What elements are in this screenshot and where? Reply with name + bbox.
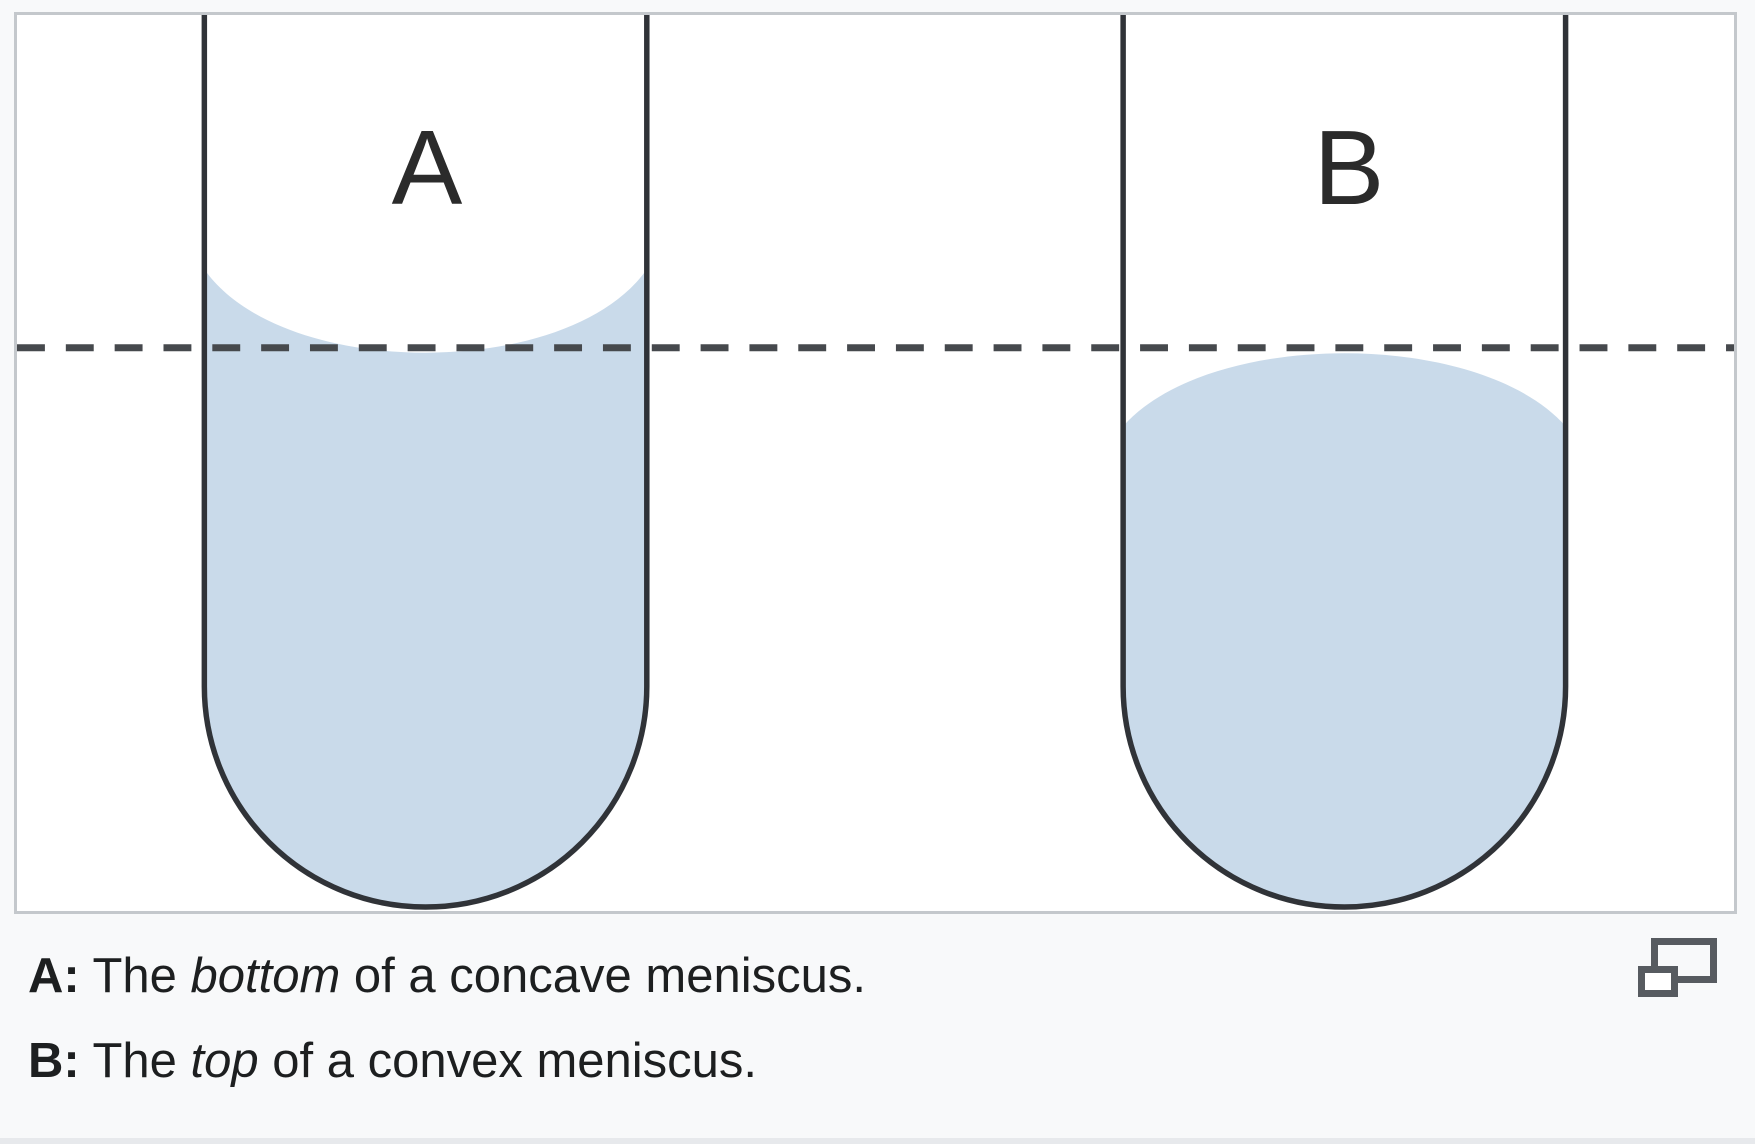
page-bottom-divider: [0, 1138, 1755, 1144]
tube-a-outline: [201, 15, 650, 910]
figure-image[interactable]: A B: [14, 12, 1737, 914]
caption-a-pre: The: [79, 949, 191, 1003]
caption-a-emphasis: bottom: [190, 949, 341, 1003]
caption-b-post: of a convex meniscus.: [258, 1034, 758, 1088]
tube-b-outline: [1120, 15, 1569, 910]
tube-b-liquid: [1123, 353, 1566, 908]
caption: A: The bottom of a concave meniscus. B: …: [0, 914, 1755, 1144]
magnify-icon-small-rect: [1638, 966, 1678, 997]
caption-b-pre: The: [79, 1034, 191, 1088]
caption-a-label: A:: [28, 949, 80, 1003]
tube-a-liquid: [204, 269, 647, 908]
tube-a-label: A: [391, 109, 463, 227]
magnify-icon-large-rect: [1651, 938, 1717, 983]
caption-line-b: B: The top of a convex meniscus.: [28, 1019, 866, 1104]
caption-line-a: A: The bottom of a concave meniscus.: [28, 934, 866, 1019]
meniscus-diagram: [17, 15, 1734, 910]
magnify-icon[interactable]: [1638, 938, 1717, 997]
caption-b-label: B:: [28, 1034, 80, 1088]
caption-text: A: The bottom of a concave meniscus. B: …: [28, 934, 866, 1104]
caption-b-emphasis: top: [190, 1034, 259, 1088]
caption-a-post: of a concave meniscus.: [340, 949, 866, 1003]
tube-b-label: B: [1313, 109, 1385, 227]
